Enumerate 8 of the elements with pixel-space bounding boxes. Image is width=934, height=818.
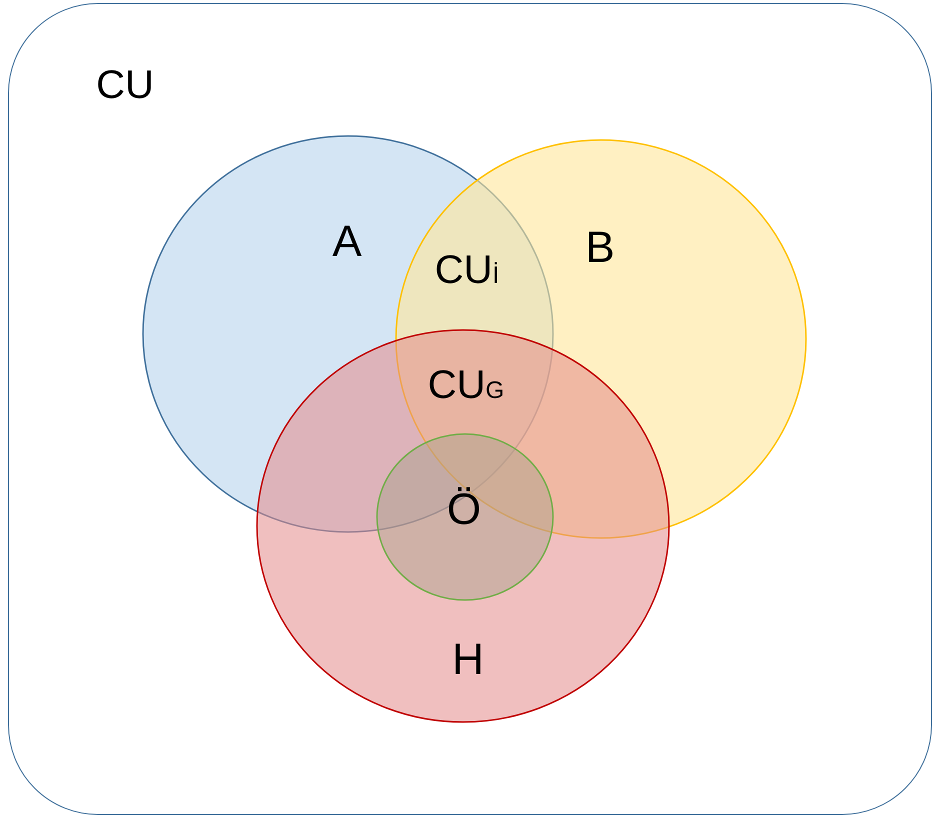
set-label: A	[332, 220, 362, 264]
universe-label: CU	[96, 65, 154, 105]
set-label: H	[452, 638, 484, 682]
set-circle	[256, 329, 670, 723]
set-label: Ö	[446, 488, 482, 532]
set-circle	[376, 433, 554, 601]
set-label: B	[585, 226, 615, 270]
universe-box	[8, 3, 932, 815]
